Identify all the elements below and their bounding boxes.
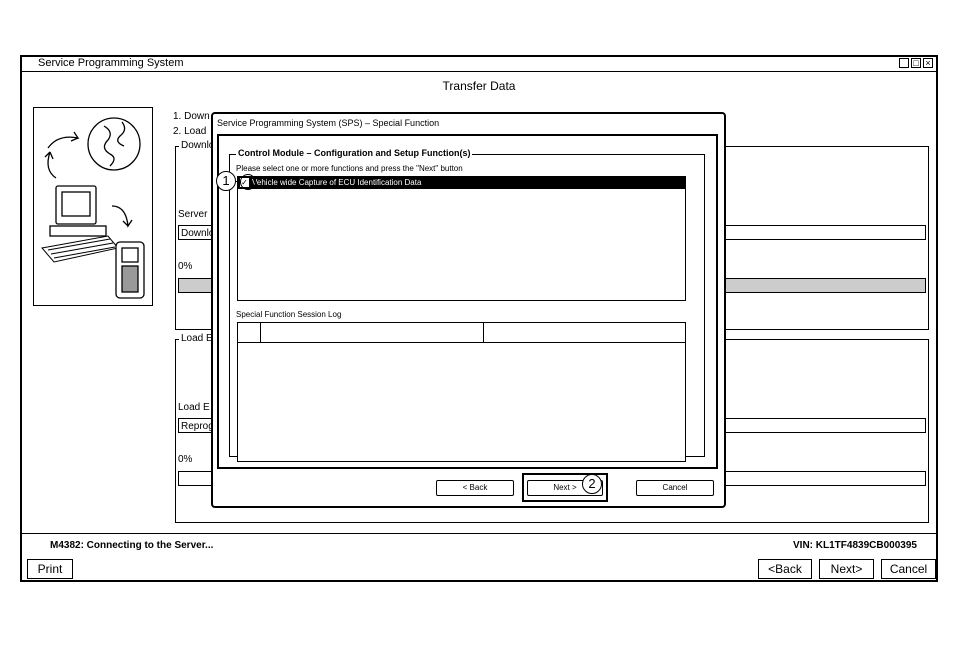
keyboard-icon	[41, 235, 119, 263]
scan-tool-icon	[115, 241, 145, 299]
vin-display: VIN: KL1TF4839CB000395	[793, 540, 917, 551]
illustration-panel	[33, 107, 153, 306]
dialog-cancel-button[interactable]: Cancel	[636, 480, 714, 496]
globe-icon	[87, 117, 141, 171]
configuration-group-label: Control Module – Configuration and Setup…	[236, 148, 473, 158]
transfer-illustration	[41, 117, 145, 299]
load-group-legend: Load E	[179, 333, 215, 344]
window-title: Service Programming System	[38, 57, 184, 69]
cancel-button[interactable]: Cancel	[881, 559, 936, 579]
close-button[interactable]: ×	[923, 58, 933, 68]
status-message: M4382: Connecting to the Server...	[50, 540, 214, 551]
maximize-button[interactable]: □	[911, 58, 921, 68]
special-function-dialog: Service Programming System (SPS) – Speci…	[211, 112, 726, 508]
session-log-header	[238, 323, 685, 343]
callout-2: 2	[582, 474, 602, 494]
download-percent: 0%	[178, 261, 193, 272]
function-row[interactable]: ✓ Vehicle wide Capture of ECU Identifica…	[238, 177, 685, 189]
session-log-table[interactable]	[237, 322, 686, 462]
status-divider	[22, 533, 936, 534]
dialog-body: Control Module – Configuration and Setup…	[217, 134, 718, 469]
next-highlight	[522, 473, 608, 502]
print-button[interactable]: Print	[27, 559, 73, 579]
function-label: Vehicle wide Capture of ECU Identificati…	[252, 178, 422, 187]
configuration-group: Control Module – Configuration and Setup…	[229, 148, 705, 462]
sps-window: Service Programming System _ □ × Transfe…	[20, 55, 938, 582]
computer-icon	[49, 185, 107, 237]
callout-1-ring	[240, 174, 256, 190]
load-label: Load E	[178, 402, 210, 413]
title-bar: Service Programming System _ □ ×	[22, 57, 936, 72]
back-button[interactable]: <Back	[758, 559, 812, 579]
dialog-title: Service Programming System (SPS) – Speci…	[217, 118, 440, 128]
instruction-text: Please select one or more functions and …	[236, 164, 463, 173]
minimize-button[interactable]: _	[899, 58, 909, 68]
server-label: Server	[178, 209, 208, 220]
dialog-back-button[interactable]: < Back	[436, 480, 514, 496]
callout-1: 1	[216, 171, 236, 191]
page-caption: Transfer Data	[442, 79, 516, 93]
next-button[interactable]: Next>	[819, 559, 874, 579]
download-group-legend: Downlo	[179, 140, 217, 151]
column-divider	[260, 323, 261, 342]
load-percent: 0%	[178, 454, 193, 465]
column-divider	[483, 323, 484, 342]
step-load: 2. Load	[173, 126, 207, 137]
step-download: 1. Down	[173, 111, 210, 122]
callout-1-leader	[235, 181, 241, 182]
transfer-arrow-icon	[44, 131, 133, 228]
session-log-label: Special Function Session Log	[236, 310, 342, 319]
function-list[interactable]: ✓ Vehicle wide Capture of ECU Identifica…	[237, 176, 686, 301]
